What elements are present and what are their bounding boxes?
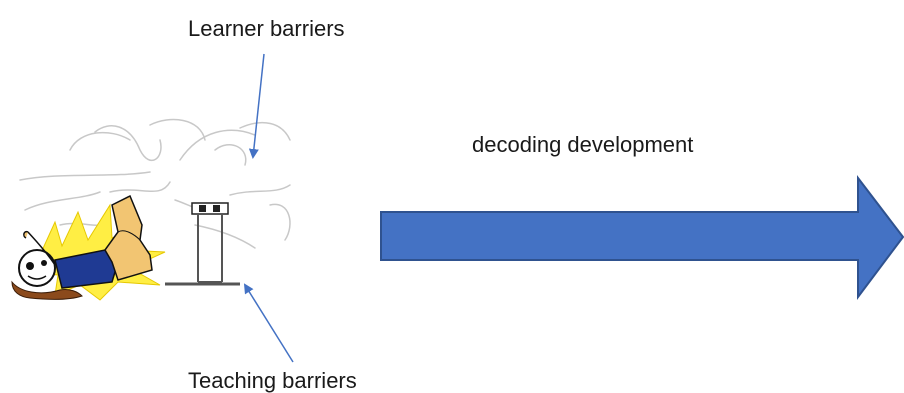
hair xyxy=(11,280,83,300)
development-arrow-shape xyxy=(380,175,904,300)
teaching-barriers-pointer xyxy=(243,283,294,363)
teaching-barriers-label: Teaching barriers xyxy=(188,368,357,393)
hurdle xyxy=(165,202,240,286)
head xyxy=(18,249,56,287)
decoding-development-label: decoding development xyxy=(472,132,694,157)
learner-barriers-pointer xyxy=(248,53,265,159)
arm xyxy=(27,231,56,266)
wind-lines xyxy=(19,118,291,249)
learner-barriers-label: Learner barriers xyxy=(188,16,345,41)
fallen-hurdler-icon xyxy=(11,118,291,301)
